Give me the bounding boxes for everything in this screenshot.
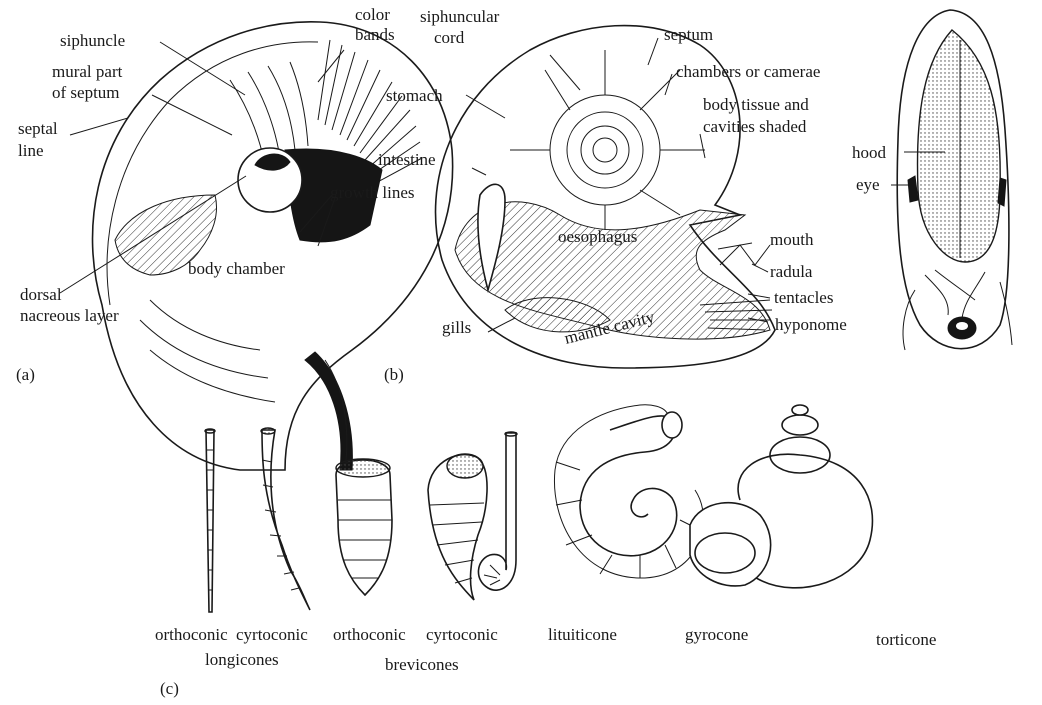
label-body-tissue-2: cavities shaded — [703, 117, 807, 136]
label-mural-2: of septum — [52, 83, 120, 102]
label-siphuncular-1: siphuncular — [420, 7, 500, 26]
label-siphuncle: siphuncle — [60, 31, 125, 50]
panel-c: orthoconic cyrtoconic orthoconic cyrtoco… — [155, 405, 936, 698]
orthoconic-longicone — [205, 429, 215, 612]
nautilus-front-view: hood eye — [852, 10, 1012, 350]
label-radula: radula — [770, 262, 813, 281]
panel-b-letter: (b) — [384, 365, 404, 384]
growth-lines-a — [140, 300, 275, 402]
label-growth-lines: growth lines — [330, 183, 415, 202]
label-cyrtoconic-2: cyrtoconic — [426, 625, 498, 644]
label-orthoconic-2: orthoconic — [333, 625, 406, 644]
label-cyrtoconic-1: cyrtoconic — [236, 625, 308, 644]
label-hood: hood — [852, 143, 887, 162]
label-body-chamber: body chamber — [188, 259, 285, 278]
label-stomach: stomach — [386, 86, 443, 105]
umbilicus-a — [238, 148, 302, 212]
aperture-a — [305, 352, 352, 470]
cyrtoconic-brevicone — [428, 454, 487, 600]
label-mouth: mouth — [770, 230, 814, 249]
label-lituiticone: lituiticone — [548, 625, 617, 644]
label-septum: septum — [664, 25, 713, 44]
label-longicones: longicones — [205, 650, 279, 669]
panel-a: color bands siphuncle mural part of sept… — [16, 5, 453, 470]
label-gills: gills — [442, 318, 471, 337]
label-septal-line-1: septal — [18, 119, 58, 138]
panel-c-letter: (c) — [160, 679, 179, 698]
panel-b: siphuncular cord septum chambers or came… — [378, 7, 847, 384]
orthoconic-brevicone — [336, 459, 392, 595]
label-mural-1: mural part — [52, 62, 123, 81]
torticone — [690, 405, 872, 588]
label-torticone: torticone — [876, 630, 936, 649]
label-color-bands-1: color — [355, 5, 390, 24]
label-dorsal-1: dorsal — [20, 285, 62, 304]
label-orthoconic-1: orthoconic — [155, 625, 228, 644]
label-eye: eye — [856, 175, 880, 194]
label-hyponome: hyponome — [775, 315, 847, 334]
label-septal-line-2: line — [18, 141, 44, 160]
hood-b — [917, 30, 1000, 262]
label-body-tissue-1: body tissue and — [703, 95, 809, 114]
panel-a-letter: (a) — [16, 365, 35, 384]
label-siphuncular-2: cord — [434, 28, 465, 47]
label-intestine: intestine — [378, 150, 436, 169]
label-oesophagus: oesophagus — [558, 227, 637, 246]
label-brevicones: brevicones — [385, 655, 459, 674]
label-dorsal-2: nacreous layer — [20, 306, 119, 325]
label-gyrocone: gyrocone — [685, 625, 748, 644]
gyrocone — [554, 405, 703, 578]
label-color-bands-2: bands — [355, 25, 395, 44]
label-tentacles: tentacles — [774, 288, 833, 307]
label-chambers: chambers or camerae — [676, 62, 820, 81]
